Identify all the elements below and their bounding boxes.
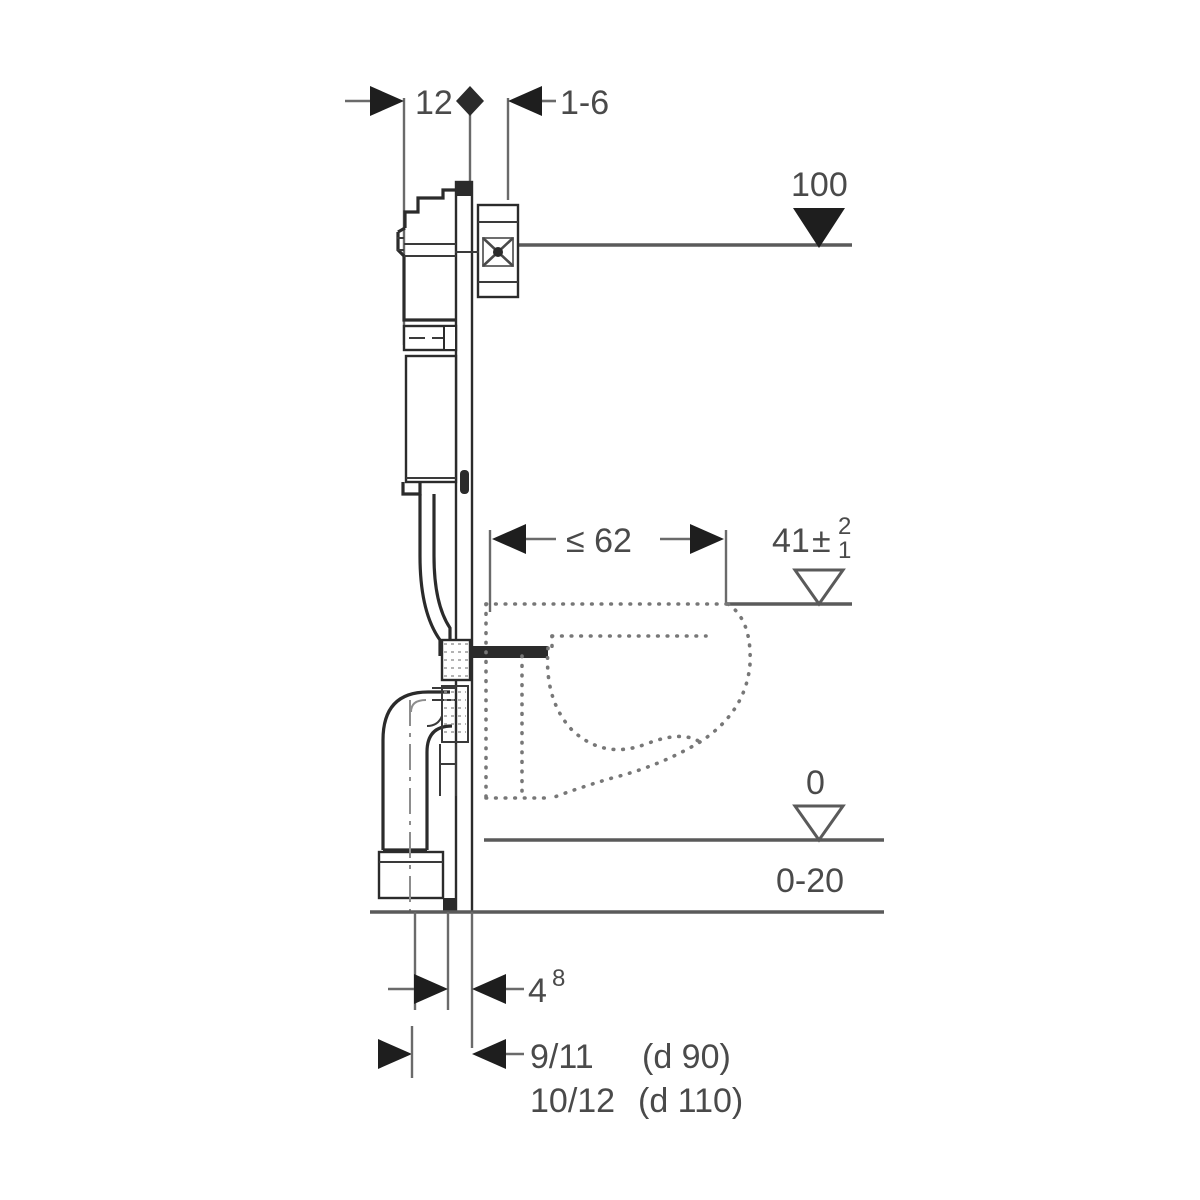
level-label-0-20: 0-20 xyxy=(776,862,844,900)
arrow-right-icon xyxy=(690,524,724,554)
level-label-41: 41 xyxy=(772,522,810,560)
dim-label-9-11: 9/11 xyxy=(530,1038,594,1076)
pipe-connection-block xyxy=(440,638,472,682)
drain-bend-throat xyxy=(426,692,443,727)
drain-centre-arc xyxy=(410,699,427,713)
dim-label-4: 4 xyxy=(528,972,547,1010)
arrow-right-icon xyxy=(378,1039,412,1069)
concealed-cistern xyxy=(404,354,458,484)
arrow-left-icon xyxy=(472,1039,506,1069)
bowl-lower-profile xyxy=(550,740,702,800)
cistern-outlet-collar xyxy=(401,482,422,496)
level-label-41-pm: ± xyxy=(812,522,831,560)
bowl-outer-profile xyxy=(698,602,752,744)
level-100-group: 100 xyxy=(508,166,852,248)
triangle-down-open-icon xyxy=(792,804,846,843)
level-label-41-sub: 1 xyxy=(838,537,851,564)
level-zero-group: 0 xyxy=(484,764,884,843)
bottom-dimension-group-outlet: 9/11 (d 90) 10/12 (d 110) xyxy=(378,1026,743,1120)
flush-plate-mechanism-icon xyxy=(482,237,514,267)
level-label-41-sup: 2 xyxy=(838,513,851,540)
installation-frame-rail xyxy=(454,180,474,914)
triangle-down-open-icon xyxy=(792,568,846,607)
top-dimension-group: 12 1-6 xyxy=(345,84,609,345)
cistern-inlet-detail xyxy=(397,237,404,251)
frame-rail-slot xyxy=(460,470,469,494)
arrow-left-icon xyxy=(492,524,526,554)
bottom-dimension-group-48: 4 8 xyxy=(388,912,565,1048)
triangle-down-filled-icon xyxy=(793,208,845,248)
arrow-left-icon xyxy=(472,974,506,1004)
dim-label-12: 12 xyxy=(415,84,453,122)
frame-rail-cap xyxy=(456,182,472,196)
arrow-right-icon xyxy=(414,974,448,1004)
arrow-right-icon xyxy=(370,86,404,116)
arrow-left-icon xyxy=(508,86,542,116)
flush-connector-pipe xyxy=(418,494,442,656)
foot-bracket xyxy=(443,898,456,912)
dim-label-10-12: 10/12 xyxy=(530,1082,615,1120)
diamond-marker-icon xyxy=(456,86,484,116)
wall-hung-wc-bowl-outline xyxy=(484,602,752,800)
dim-label-8-sup: 8 xyxy=(552,965,565,992)
dim-label-1-6: 1-6 xyxy=(560,84,609,122)
cistern-left-outline xyxy=(396,232,456,322)
level-0-20-group: 0-20 xyxy=(370,862,884,914)
waste-drain-bend-outer xyxy=(381,690,450,850)
bowl-inner-cavity xyxy=(545,646,702,752)
dim-label-62: ≤ 62 xyxy=(566,522,632,560)
level-label-0: 0 xyxy=(806,764,825,802)
drain-stack-lines xyxy=(439,744,457,796)
flush-connector-pipe-inner xyxy=(432,494,452,652)
level-label-100: 100 xyxy=(791,166,848,204)
wc-flush-pipe-stub xyxy=(470,646,548,658)
drain-socket-hatch xyxy=(441,685,469,743)
bracket-connector xyxy=(443,325,457,351)
level-41-group: 41 ± 2 1 xyxy=(726,513,852,607)
dim-note-d90: (d 90) xyxy=(642,1038,731,1076)
dim-note-d110: (d 110) xyxy=(638,1082,743,1120)
waste-drain-bend-inner xyxy=(425,724,453,850)
cistern-hood-edge xyxy=(397,226,406,234)
cistern-top-hood xyxy=(403,188,456,228)
projection-dimension-group: ≤ 62 xyxy=(488,522,728,612)
drain-socket-lines xyxy=(432,687,456,701)
